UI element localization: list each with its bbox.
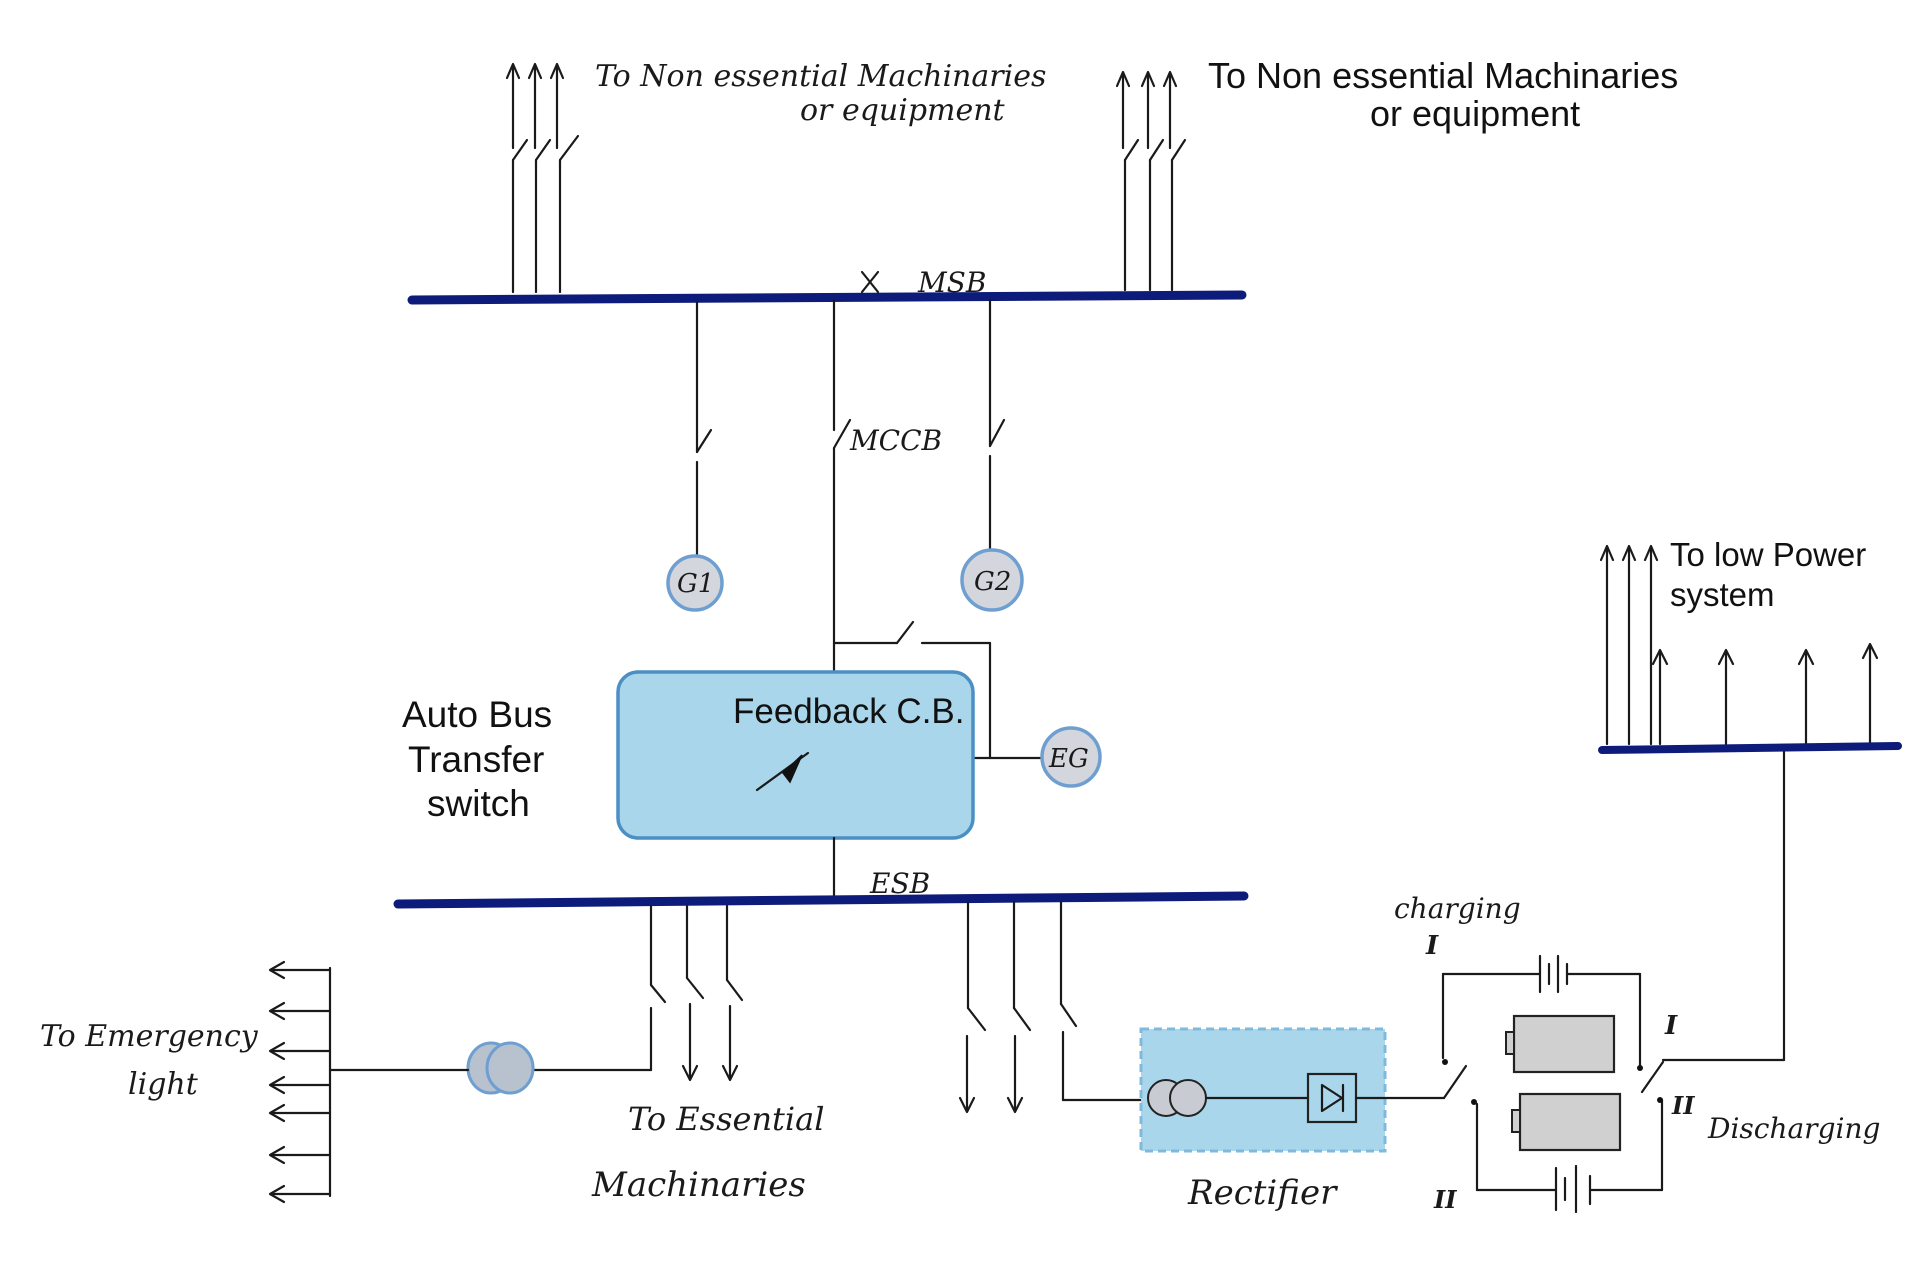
low-power-label-line2: system	[1670, 576, 1775, 613]
generator-eg: EG	[1040, 726, 1102, 788]
roman-two-right: II	[1671, 1091, 1695, 1120]
roman-one-charging: I	[1425, 931, 1439, 961]
top-right-feeders	[1115, 70, 1187, 292]
feedback-tie-line	[832, 620, 1046, 760]
msb-label: MSB	[917, 266, 986, 299]
generator-g1: G1	[666, 554, 724, 612]
auto-bus-label-line3: switch	[427, 783, 530, 824]
rectifier-label: Rectifier	[1187, 1173, 1338, 1213]
top-right-label-line1: To Non essential Machinaries	[1208, 55, 1678, 96]
rectifier-transformer-icon	[1147, 1079, 1207, 1117]
low-power-feeders	[1599, 544, 1879, 1062]
feedback-cb-label: Feedback C.B.	[733, 692, 965, 731]
essential-feeders-right	[958, 900, 1150, 1114]
top-left-label-line2: or equipment	[800, 93, 1006, 128]
low-power-bus	[1598, 742, 1902, 754]
generator-g2: G2	[960, 548, 1024, 612]
esb-label: ESB	[869, 867, 930, 900]
msb-cross-mark	[860, 270, 880, 294]
auto-bus-transfer-box	[616, 670, 975, 840]
mccb-branch	[832, 298, 852, 674]
roman-one-right: I	[1664, 1011, 1678, 1041]
charging-label: charging	[1394, 892, 1521, 925]
mccb-label: MCCB	[849, 424, 942, 457]
essential-label-line1: To Essential	[628, 1100, 824, 1138]
auto-bus-label-line1: Auto Bus	[402, 694, 552, 735]
emergency-light-feeder	[268, 960, 653, 1204]
top-left-label-line1: To Non essential Machinaries	[595, 59, 1046, 94]
roman-two-bottom: II	[1433, 1185, 1457, 1214]
emergency-label-line1: To Emergency	[40, 1019, 259, 1054]
top-right-label-line2: or equipment	[1370, 93, 1580, 134]
svg-text:G1: G1	[677, 569, 714, 599]
battery-bank	[1505, 1014, 1622, 1152]
discharging-label: Discharging	[1707, 1112, 1880, 1145]
top-left-feeders	[505, 62, 580, 294]
auto-bus-label-line2: Transfer	[408, 739, 544, 780]
essential-feeders-left	[649, 904, 744, 1082]
low-power-label-line1: To low Power	[1670, 536, 1866, 573]
essential-label-line2: Machinaries	[591, 1165, 806, 1205]
battery-circuit	[1441, 954, 1786, 1214]
g2-branch	[988, 298, 1006, 554]
emergency-label-line2: light	[128, 1067, 199, 1102]
diode-switch-icon	[755, 751, 810, 792]
svg-text:EG: EG	[1048, 744, 1089, 774]
main-switchboard-bus	[407, 290, 1247, 305]
emergency-switchboard-bus	[393, 891, 1249, 909]
g1-branch	[695, 300, 713, 558]
svg-text:G2: G2	[974, 567, 1011, 597]
